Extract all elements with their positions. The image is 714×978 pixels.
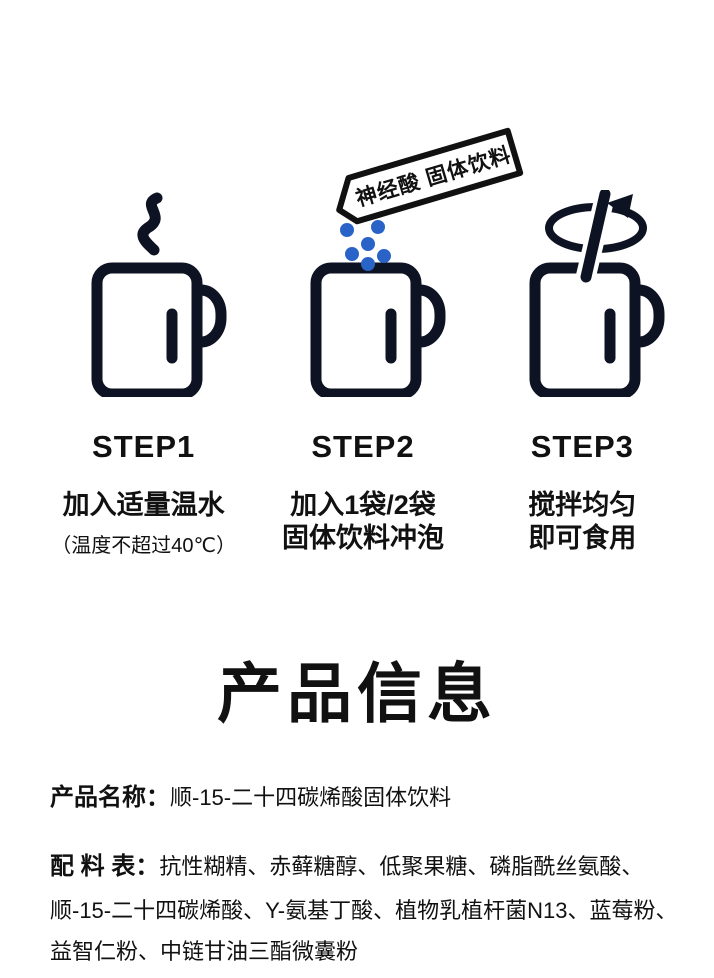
steam-icon (137, 192, 163, 256)
ingredients-text: 抗性糊精、赤藓糖醇、低聚果糖、磷脂酰丝氨酸、 (159, 854, 644, 879)
section-title: 产品信息 (216, 657, 497, 730)
step-title: STEP3 (530, 429, 634, 464)
ingredients-label: 配 料 表： (50, 853, 160, 880)
step-line: 搅拌均匀 (528, 490, 637, 520)
sachet-outline (336, 127, 524, 225)
mug-body (91, 262, 203, 397)
product-name-row: 产品名称：顺-15-二十四碳烯酸固体饮料 (50, 777, 451, 812)
product-name-label: 产品名称： (50, 784, 170, 811)
steaming-mug-icon (59, 190, 229, 397)
ingredients-line: 顺-15-二十四碳烯酸、Y-氨基丁酸、植物乳植杆菌N13、蓝莓粉、 (50, 898, 678, 923)
granules-icon (339, 220, 391, 271)
step-line: 即可食用 (528, 523, 637, 553)
mug-with-granules-icon (278, 190, 448, 397)
mug-with-stirrer-icon (497, 190, 667, 397)
step-line: 加入1袋/2袋 (290, 490, 436, 520)
step-instruction: 搅拌均匀 即可食用 (528, 489, 636, 555)
usage-steps: STEP1 加入适量温水 （温度不超过40℃） (0, 190, 714, 558)
stirrer-icon (580, 190, 611, 283)
step-title: STEP1 (92, 429, 196, 464)
mug-body (310, 262, 422, 397)
step-2: STEP2 加入1袋/2袋 固体饮料冲泡 (253, 190, 472, 558)
step-note: （温度不超过40℃） (51, 535, 237, 557)
step-line: 固体饮料冲泡 (281, 523, 444, 553)
ingredients-line: 配 料 表：抗性糊精、赤藓糖醇、低聚果糖、磷脂酰丝氨酸、 (50, 846, 677, 890)
step-title: STEP2 (311, 429, 415, 464)
ingredients-line: 益智仁粉、中链甘油三酯微囊粉 (50, 939, 359, 964)
step-line: 加入适量温水 (62, 490, 225, 520)
step-instruction: 加入1袋/2袋 固体饮料冲泡 (282, 489, 444, 555)
step-instruction: 加入适量温水 (63, 489, 225, 522)
step-1: STEP1 加入适量温水 （温度不超过40℃） (0, 190, 253, 558)
step-3: STEP3 搅拌均匀 即可食用 (473, 190, 714, 558)
product-name-value: 顺-15-二十四碳烯酸固体饮料 (170, 785, 452, 810)
ingredients-block: 配 料 表：抗性糊精、赤藓糖醇、低聚果糖、磷脂酰丝氨酸、 顺-15-二十四碳烯酸… (50, 846, 677, 972)
arrowhead-icon (607, 194, 634, 218)
